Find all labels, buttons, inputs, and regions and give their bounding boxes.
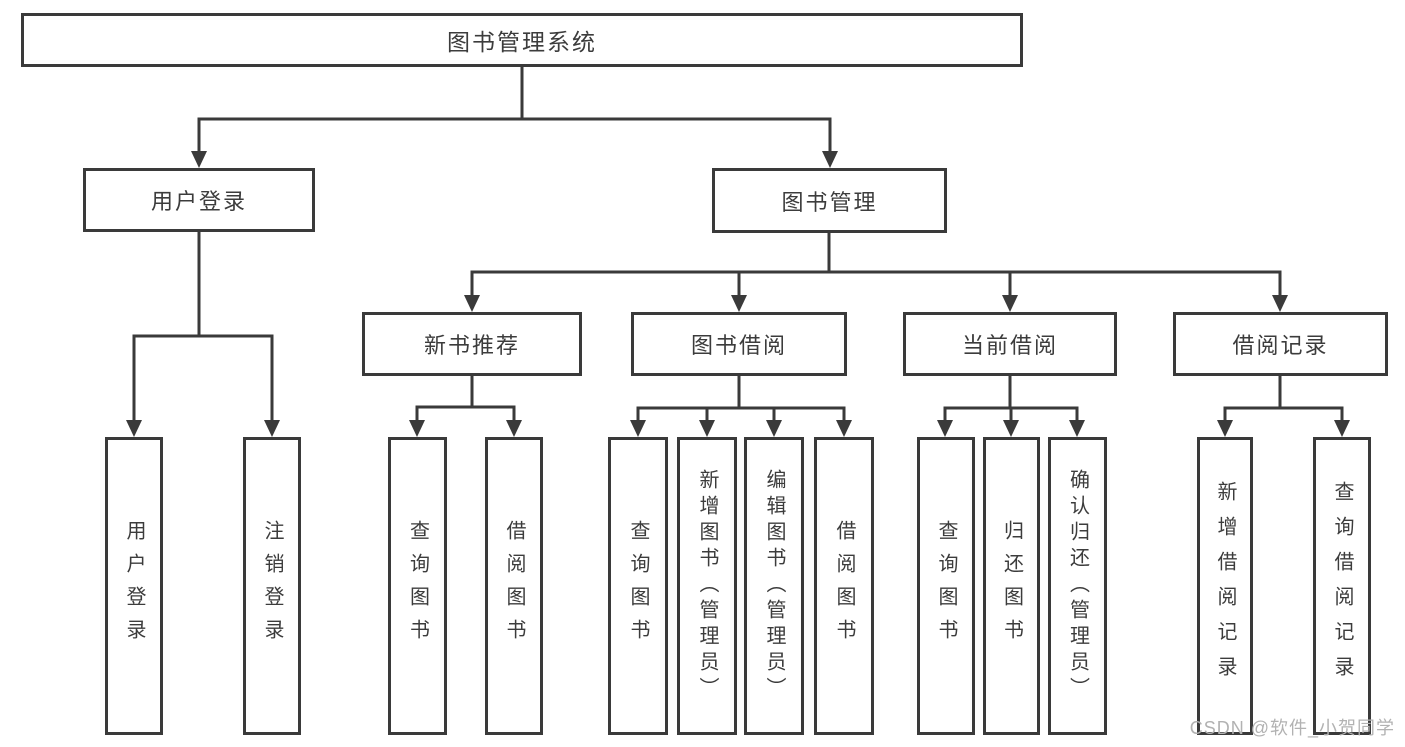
node-label: 用户登录 [123,520,145,652]
node-query-books-current: 查询图书 [917,437,975,735]
node-query-borrow-record: 查询借阅记录 [1313,437,1371,735]
node-label: 借阅记录 [1232,333,1329,358]
node-label: 新书推荐 [423,333,520,358]
node-edit-book-admin: 编辑图书（管理员） [744,437,804,735]
node-return-book: 归还图书 [983,437,1040,735]
node-label: 图书管理 [781,189,878,215]
node-borrow-book-action: 借阅图书 [814,437,874,735]
node-label: 归还图书 [1000,520,1023,652]
node-label: 借阅图书 [503,520,525,652]
node-label: 查询借阅记录 [1331,481,1353,691]
node-label: 编辑图书（管理员） [763,469,785,703]
node-label: 图书借阅 [690,333,787,358]
node-query-books-recommend: 查询图书 [388,437,447,735]
node-root: 图书管理系统 [21,13,1023,67]
node-label: 查询图书 [406,520,429,652]
node-label: 当前借阅 [961,333,1058,358]
node-label: 借阅图书 [833,520,855,652]
node-query-books-borrow: 查询图书 [608,437,668,735]
node-label: 注销登录 [261,520,283,652]
watermark: CSDN @软件_小贺同学 [1189,718,1395,738]
node-add-borrow-record: 新增借阅记录 [1197,437,1253,735]
node-logout-action: 注销登录 [243,437,301,735]
node-label: 确认归还（管理员） [1066,469,1089,703]
node-current-borrowing: 当前借阅 [903,312,1117,376]
node-confirm-return-admin: 确认归还（管理员） [1048,437,1107,735]
node-book-management: 图书管理 [712,168,947,233]
node-label: 图书管理系统 [447,29,597,55]
node-add-book-admin: 新增图书（管理员） [677,437,737,735]
node-label: 查询图书 [627,520,649,652]
node-user-login-action: 用户登录 [105,437,163,735]
node-book-borrowing: 图书借阅 [631,312,847,376]
node-new-book-recommend: 新书推荐 [362,312,582,376]
node-label: 用户登录 [150,189,247,214]
node-label: 新增借阅记录 [1214,481,1236,691]
node-borrow-book-recommend: 借阅图书 [485,437,543,735]
node-label: 查询图书 [935,520,957,652]
node-borrow-records: 借阅记录 [1173,312,1388,376]
node-label: 新增图书（管理员） [696,469,718,703]
node-user-login: 用户登录 [83,168,315,232]
